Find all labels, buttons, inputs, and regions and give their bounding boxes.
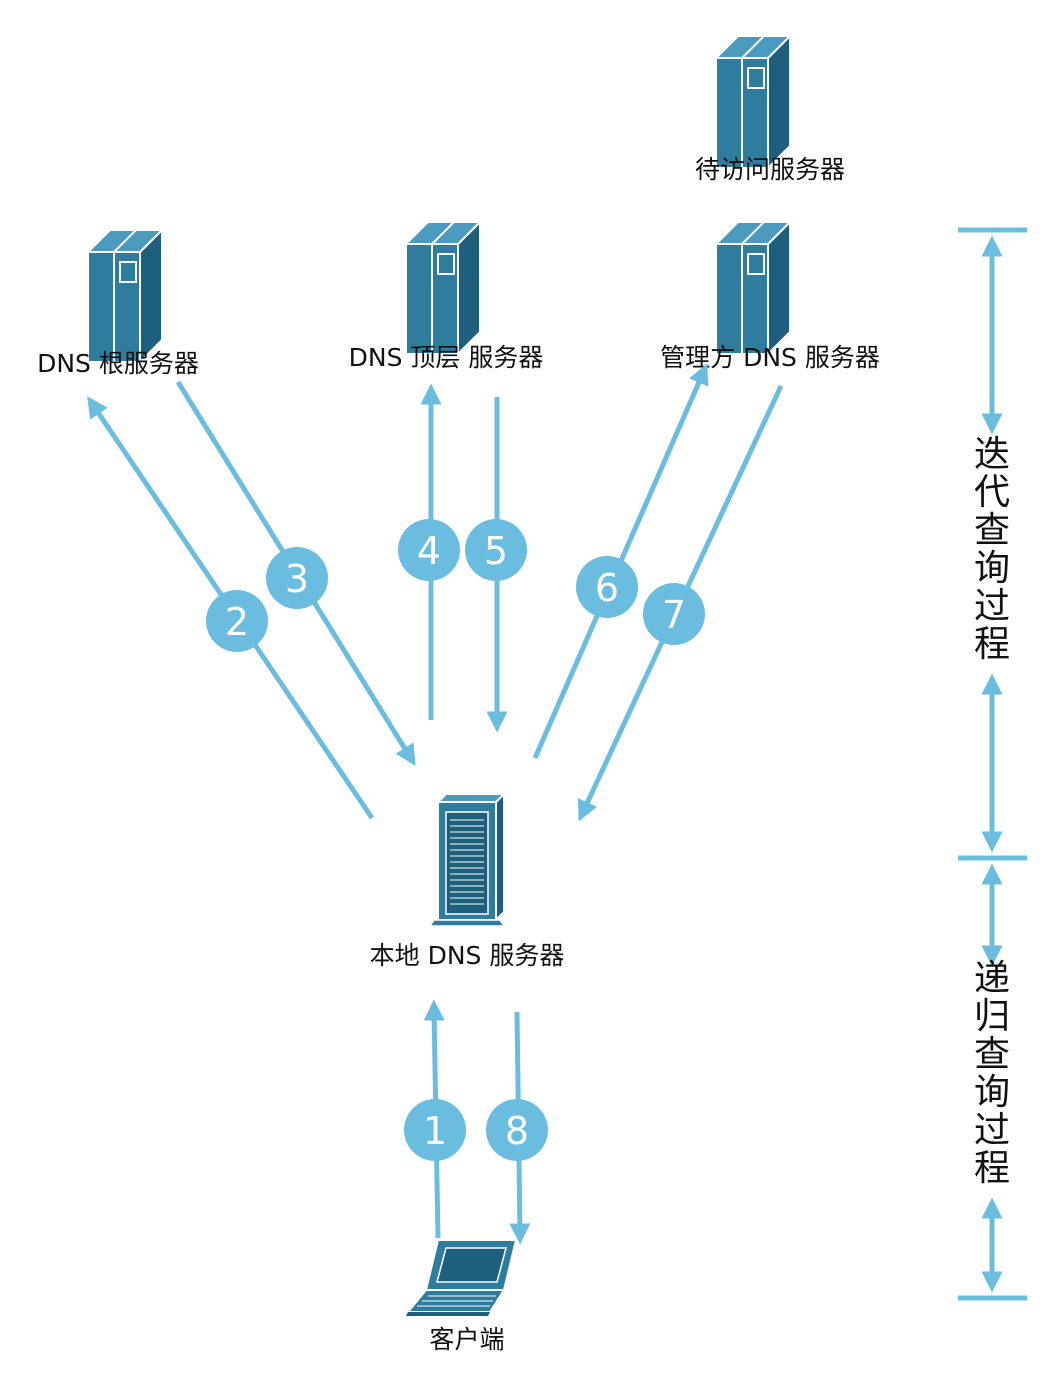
svg-text:1: 1 bbox=[423, 1109, 447, 1153]
recursive-phase-label: 递归查询过程 bbox=[974, 958, 1010, 1189]
local-dns-server-icon bbox=[429, 793, 505, 927]
iterative-phase-label: 迭代查询过程 bbox=[974, 434, 1010, 665]
auth-server-icon bbox=[715, 221, 791, 355]
step-badge-1: 1 bbox=[404, 1099, 466, 1161]
target-server-label: 待访问服务器 bbox=[695, 155, 845, 184]
step-badge-7: 7 bbox=[643, 583, 705, 645]
auth-server-label: 管理方 DNS 服务器 bbox=[660, 343, 880, 372]
root-server-icon bbox=[87, 229, 163, 363]
svg-text:8: 8 bbox=[505, 1109, 529, 1153]
svg-text:5: 5 bbox=[484, 529, 508, 573]
local-dns-server-label: 本地 DNS 服务器 bbox=[370, 941, 565, 970]
target-server-icon bbox=[715, 35, 791, 169]
svg-text:2: 2 bbox=[225, 600, 249, 644]
step-badge-2: 2 bbox=[206, 590, 268, 652]
svg-text:4: 4 bbox=[417, 529, 441, 573]
step-badge-6: 6 bbox=[576, 556, 638, 618]
step-badge-3: 3 bbox=[266, 547, 328, 609]
svg-text:7: 7 bbox=[662, 593, 686, 637]
step-badge-5: 5 bbox=[465, 519, 527, 581]
client-laptop-icon bbox=[405, 1239, 517, 1317]
root-server-label: DNS 根服务器 bbox=[37, 349, 199, 378]
tld-server-label: DNS 顶层 服务器 bbox=[349, 343, 544, 372]
tld-server-icon bbox=[405, 221, 481, 355]
step-badge-8: 8 bbox=[486, 1099, 548, 1161]
step-badge-4: 4 bbox=[398, 519, 460, 581]
svg-text:3: 3 bbox=[285, 557, 309, 601]
phase-brackets bbox=[958, 227, 1027, 1301]
client-label: 客户端 bbox=[429, 1325, 504, 1354]
svg-text:6: 6 bbox=[595, 566, 619, 610]
